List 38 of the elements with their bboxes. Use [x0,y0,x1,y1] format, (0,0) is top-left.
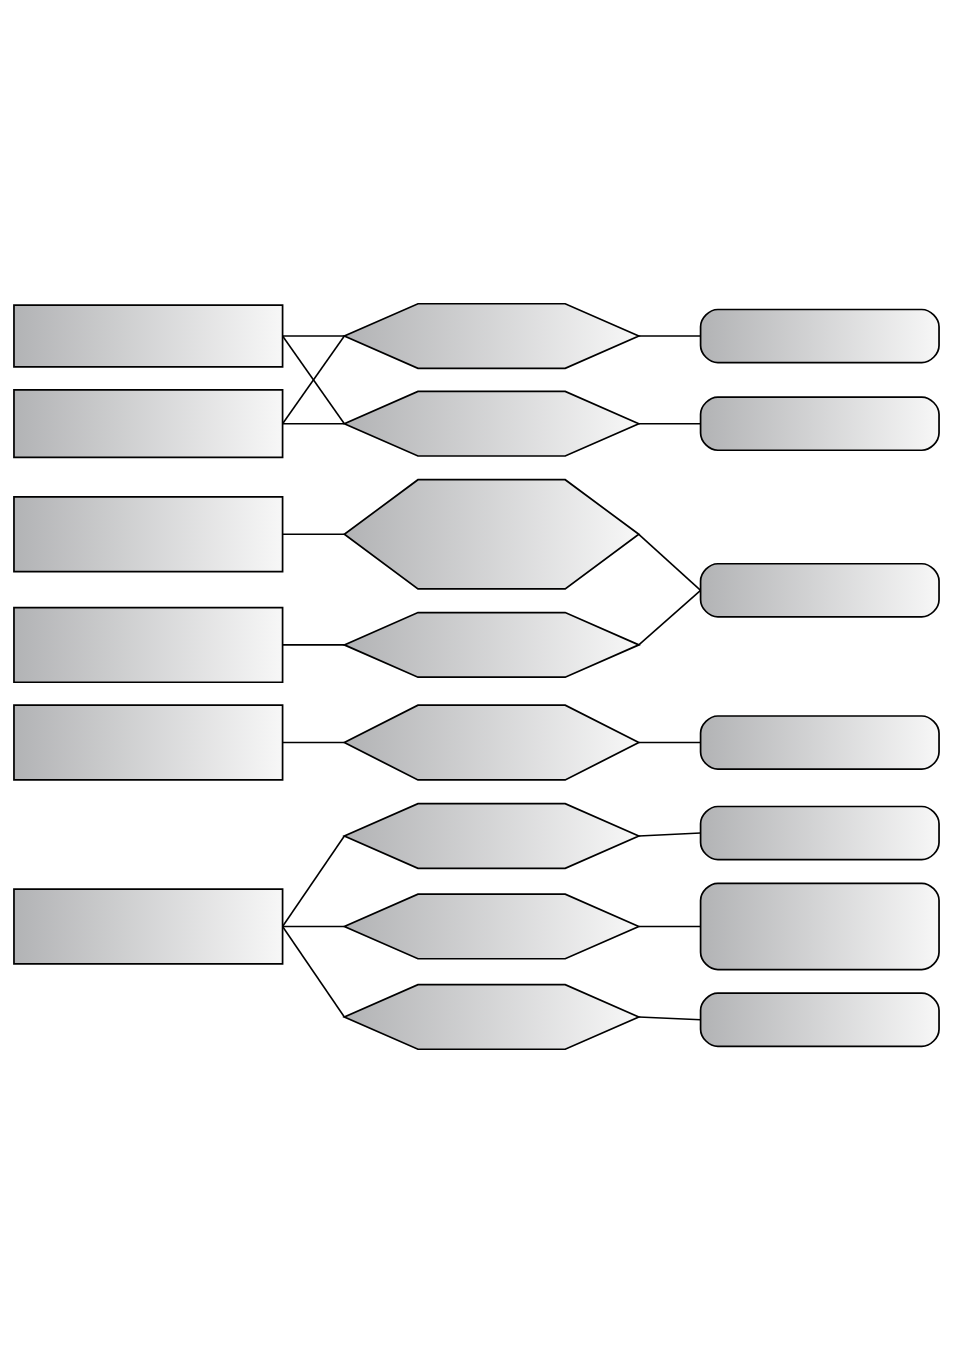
connector [638,589,702,646]
node-box [13,703,284,781]
connector [281,334,346,337]
node-box [13,606,284,683]
connector [638,1015,702,1021]
connector [281,925,346,927]
node-box [13,303,284,368]
node-box [699,562,940,618]
node-hexagon [342,611,641,678]
node-hexagon [342,390,641,457]
connector [281,741,346,743]
node-box [13,388,284,458]
node-box [699,805,940,860]
connector [281,533,346,535]
node-hexagon [342,302,641,369]
node-hexagon [342,478,641,590]
node-hexagon [342,703,641,781]
connector [638,334,702,337]
node-box [13,887,284,965]
connector [281,834,346,927]
connector [638,533,702,591]
node-hexagon [342,892,641,960]
node-hexagon [342,983,641,1050]
node-hexagon [342,802,641,869]
node-box [699,395,940,451]
connector [638,741,702,743]
node-box [13,495,284,572]
node-box [699,308,940,363]
node-box [699,882,940,970]
connector [281,422,346,424]
node-box [699,714,940,770]
connector [638,831,702,837]
node-box [699,991,940,1047]
connector [638,422,702,424]
connector [281,643,346,646]
connector [281,334,346,424]
connector [281,925,346,1018]
connector [638,925,702,927]
